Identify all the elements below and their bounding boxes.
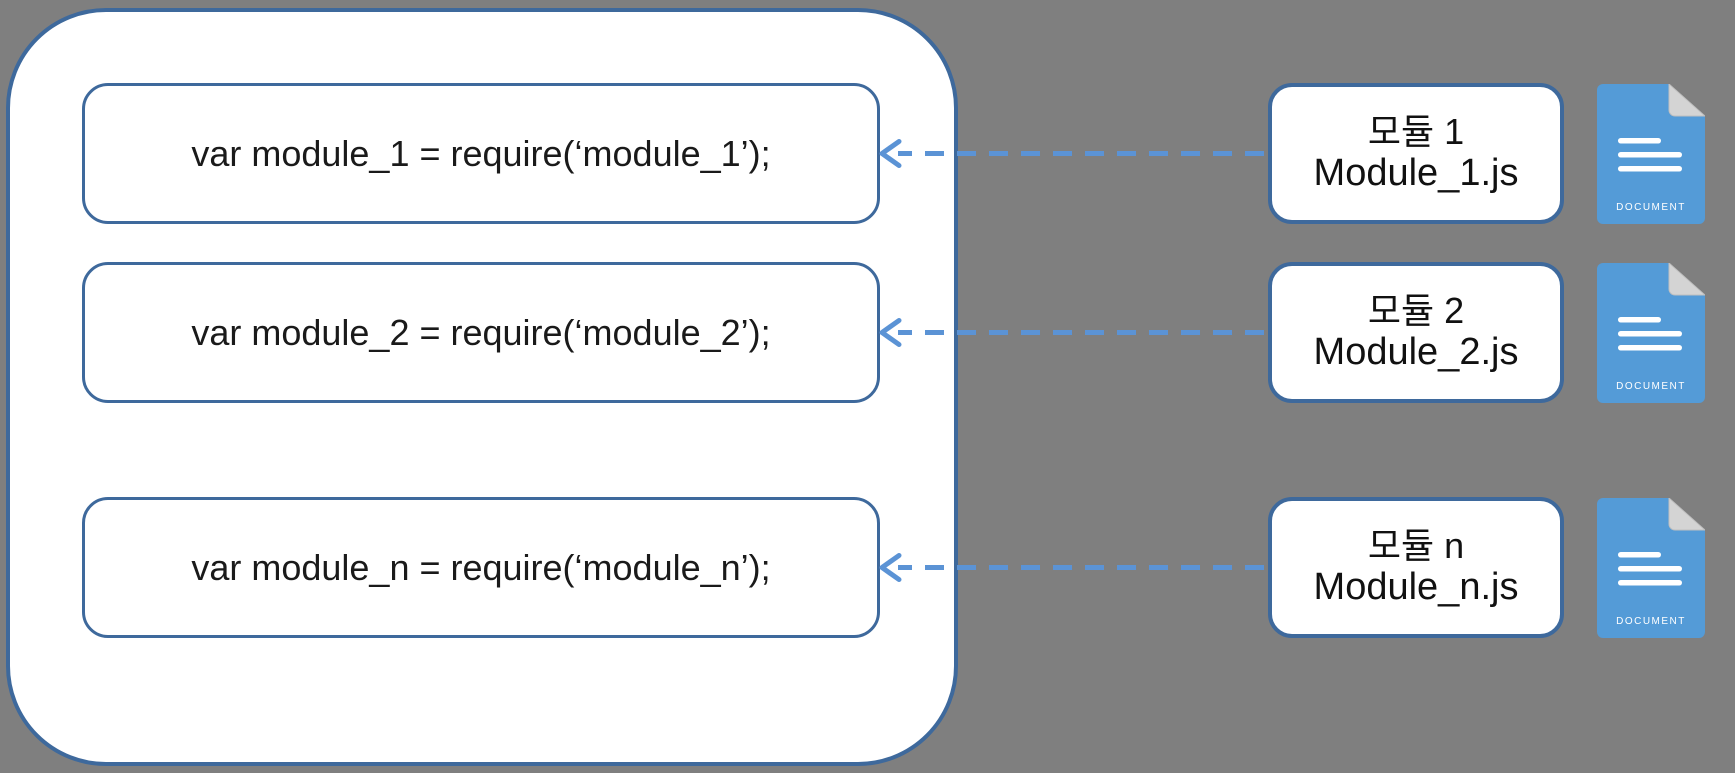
document-icon-2: DOCUMENT — [1597, 263, 1705, 403]
document-icon-n-label: DOCUMENT — [1616, 616, 1686, 627]
module-box-n: 모듈 n Module_n.js — [1268, 497, 1564, 638]
document-icon-2-label: DOCUMENT — [1616, 381, 1686, 392]
document-icon-n-fold — [1668, 498, 1705, 531]
code-text-module-2: var module_2 = require(‘module_2’); — [191, 311, 771, 353]
code-box-module-1: var module_1 = require(‘module_1’); — [82, 83, 880, 224]
document-icon-n: DOCUMENT — [1597, 498, 1705, 638]
document-icon-1-fold — [1668, 84, 1705, 117]
module-box-n-filename: Module_n.js — [1313, 566, 1519, 609]
document-icon-2-fold — [1668, 263, 1705, 296]
module-box-2-filename: Module_2.js — [1313, 331, 1519, 374]
module-box-n-title: 모듈 n — [1367, 524, 1465, 566]
document-icon-1-lines — [1618, 138, 1682, 172]
code-text-module-n: var module_n = require(‘module_n’); — [191, 546, 771, 588]
document-icon-2-lines — [1618, 317, 1682, 351]
module-box-2: 모듈 2 Module_2.js — [1268, 262, 1564, 403]
document-icon-1-label: DOCUMENT — [1616, 202, 1686, 213]
code-box-module-2: var module_2 = require(‘module_2’); — [82, 262, 880, 403]
module-box-2-title: 모듈 2 — [1367, 289, 1465, 331]
module-box-1-filename: Module_1.js — [1313, 152, 1519, 195]
module-box-1: 모듈 1 Module_1.js — [1268, 83, 1564, 224]
code-box-module-n: var module_n = require(‘module_n’); — [82, 497, 880, 638]
code-text-module-1: var module_1 = require(‘module_1’); — [191, 132, 771, 174]
module-box-1-title: 모듈 1 — [1367, 110, 1465, 152]
document-icon-n-lines — [1618, 552, 1682, 586]
document-icon-1: DOCUMENT — [1597, 84, 1705, 224]
